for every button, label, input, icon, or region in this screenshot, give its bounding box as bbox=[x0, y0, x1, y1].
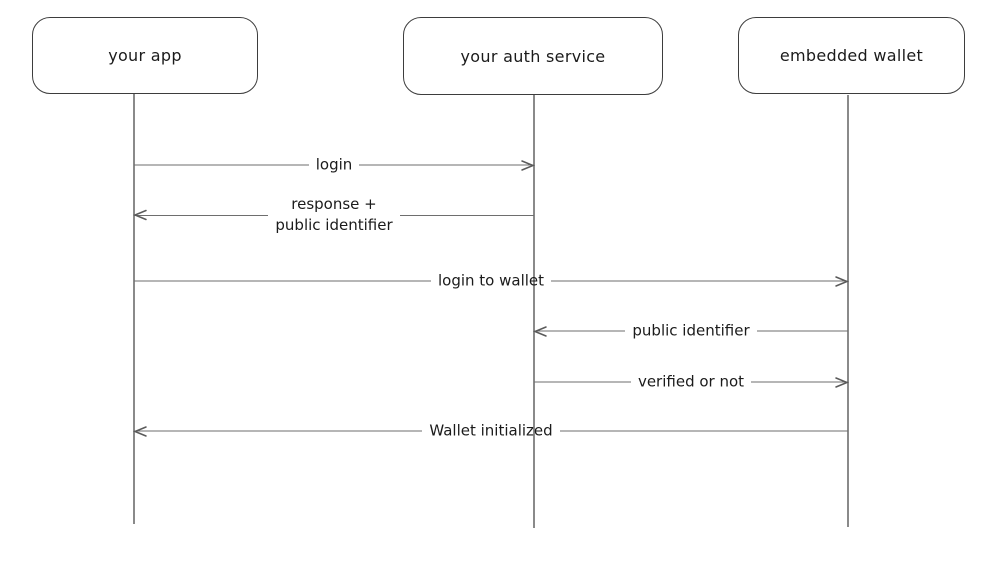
message-verified-or-not: verified or not bbox=[534, 372, 849, 393]
message-label: public identifier bbox=[632, 321, 750, 340]
message-login-to-wallet: login to wallet bbox=[134, 271, 849, 292]
arrowhead-right-icon bbox=[835, 376, 849, 388]
message-line bbox=[134, 214, 269, 216]
lifeline-your-auth-service bbox=[533, 95, 535, 528]
lifeline-your-app bbox=[133, 94, 135, 524]
message-label: verified or not bbox=[637, 372, 745, 391]
message-wallet-initialized: Wallet initialized bbox=[133, 421, 849, 442]
arrowhead-right-icon bbox=[835, 275, 849, 287]
actor-label: your auth service bbox=[460, 46, 606, 66]
message-response-public-identifier: response + public identifier bbox=[133, 194, 534, 236]
message-label-line2: public identifier bbox=[275, 216, 393, 234]
actor-box-embedded-wallet: embedded wallet bbox=[738, 17, 965, 94]
message-label: response + public identifier bbox=[268, 194, 399, 236]
message-login: login bbox=[134, 155, 535, 176]
arrowhead-left-icon bbox=[133, 209, 147, 221]
message-line bbox=[134, 164, 309, 166]
message-line bbox=[534, 381, 631, 383]
message-label-line1: response + bbox=[291, 195, 377, 213]
message-line bbox=[134, 430, 423, 432]
actor-box-your-app: your app bbox=[32, 17, 258, 94]
message-label: Wallet initialized bbox=[429, 421, 553, 440]
arrowhead-left-icon bbox=[533, 325, 547, 337]
message-label: login to wallet bbox=[437, 271, 545, 290]
message-label: login bbox=[315, 155, 353, 174]
message-line bbox=[551, 280, 849, 282]
message-line bbox=[134, 280, 431, 282]
actor-label: embedded wallet bbox=[779, 46, 924, 65]
actor-box-your-auth-service: your auth service bbox=[403, 17, 663, 95]
lifeline-embedded-wallet bbox=[847, 95, 849, 527]
message-line bbox=[534, 330, 626, 332]
message-public-identifier: public identifier bbox=[533, 321, 848, 342]
arrowhead-right-icon bbox=[521, 159, 535, 171]
message-line bbox=[756, 330, 848, 332]
message-line bbox=[399, 214, 534, 216]
message-line bbox=[359, 164, 535, 166]
message-line bbox=[751, 381, 848, 383]
actor-label: your app bbox=[108, 46, 182, 65]
message-line bbox=[559, 430, 849, 432]
arrowhead-left-icon bbox=[133, 425, 147, 437]
